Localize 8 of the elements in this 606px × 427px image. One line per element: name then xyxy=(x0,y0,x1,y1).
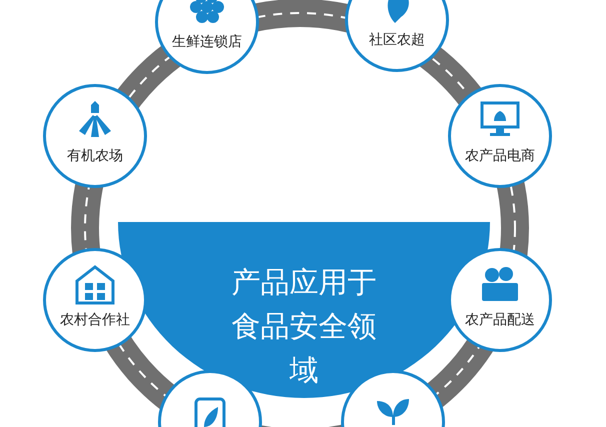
category-circle xyxy=(155,0,259,74)
center-heading: 产品应用于食品安全领域 xyxy=(230,264,378,389)
category-label: 社区农超 xyxy=(369,32,425,48)
category-label: 农产品电商 xyxy=(465,148,535,164)
category-label: 农村合作社 xyxy=(60,312,130,328)
category-label: 有机农场 xyxy=(67,148,123,164)
category-label: 生鲜连锁店 xyxy=(172,34,242,50)
category-label: 农产品配送 xyxy=(465,312,535,328)
